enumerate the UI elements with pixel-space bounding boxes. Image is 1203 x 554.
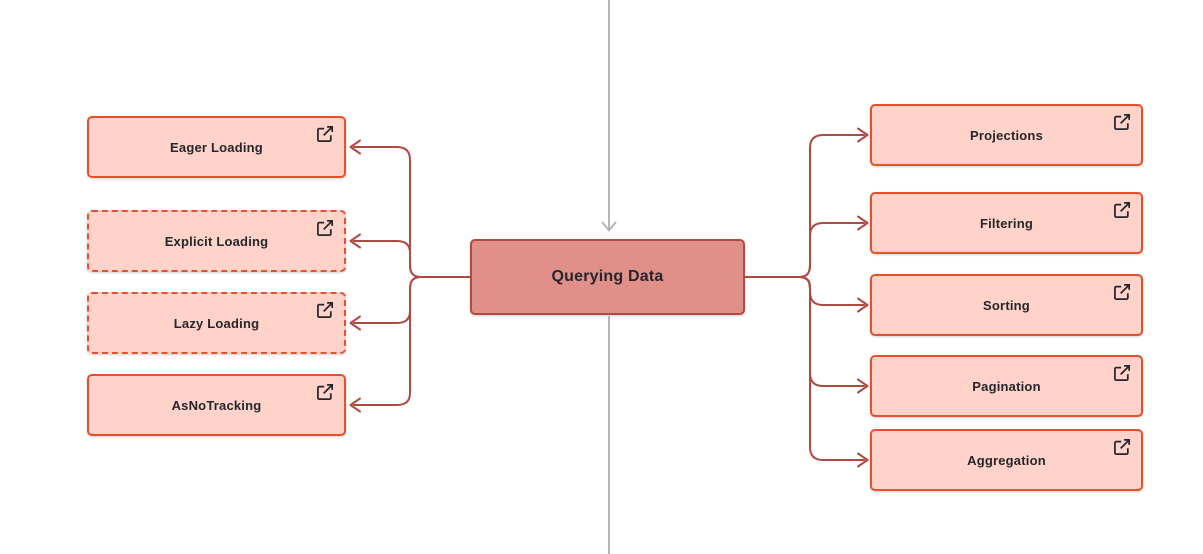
external-link-icon[interactable] <box>315 218 335 238</box>
node-label: Querying Data <box>551 268 664 285</box>
external-link-icon[interactable] <box>1112 282 1132 302</box>
node-label: Aggregation <box>967 452 1046 468</box>
node-label: Pagination <box>972 378 1041 394</box>
external-link-icon[interactable] <box>315 382 335 402</box>
arrowhead-sorting <box>857 297 869 313</box>
node-label: Explicit Loading <box>164 233 269 249</box>
external-link-icon[interactable] <box>1112 437 1132 457</box>
edge-to-explicit-loading <box>353 240 421 278</box>
arrowhead-explicit-loading <box>349 233 361 249</box>
node-label: Filtering <box>979 215 1034 231</box>
edge-to-asnotracking <box>353 276 421 406</box>
node-projections[interactable]: Projections <box>870 104 1143 166</box>
node-querying-data[interactable]: Querying Data <box>470 239 745 315</box>
arrow-down-icon <box>601 221 617 232</box>
node-sorting[interactable]: Sorting <box>870 274 1143 336</box>
node-eager-loading[interactable]: Eager Loading <box>87 116 346 178</box>
edge-to-aggregation <box>799 276 865 461</box>
external-link-icon[interactable] <box>1112 200 1132 220</box>
node-asnotracking[interactable]: AsNoTracking <box>87 374 346 436</box>
external-link-icon[interactable] <box>1112 363 1132 383</box>
node-aggregation[interactable]: Aggregation <box>870 429 1143 491</box>
arrowhead-aggregation <box>857 452 869 468</box>
node-explicit-loading[interactable]: Explicit Loading <box>87 210 346 272</box>
node-label: Eager Loading <box>170 139 263 155</box>
arrowhead-asnotracking <box>349 397 361 413</box>
arrowhead-eager-loading <box>349 139 361 155</box>
arrowhead-lazy-loading <box>349 315 361 331</box>
node-label: AsNoTracking <box>171 397 262 413</box>
node-label: Projections <box>970 127 1043 143</box>
node-pagination[interactable]: Pagination <box>870 355 1143 417</box>
external-link-icon[interactable] <box>315 300 335 320</box>
arrowhead-filtering <box>857 215 869 231</box>
node-lazy-loading[interactable]: Lazy Loading <box>87 292 346 354</box>
external-link-icon[interactable] <box>1112 112 1132 132</box>
node-label: Sorting <box>983 297 1030 313</box>
edge-to-filtering <box>799 222 865 278</box>
node-filtering[interactable]: Filtering <box>870 192 1143 254</box>
node-label: Lazy Loading <box>173 315 260 331</box>
arrowhead-pagination <box>857 378 869 394</box>
external-link-icon[interactable] <box>315 124 335 144</box>
arrowhead-projections <box>857 127 869 143</box>
